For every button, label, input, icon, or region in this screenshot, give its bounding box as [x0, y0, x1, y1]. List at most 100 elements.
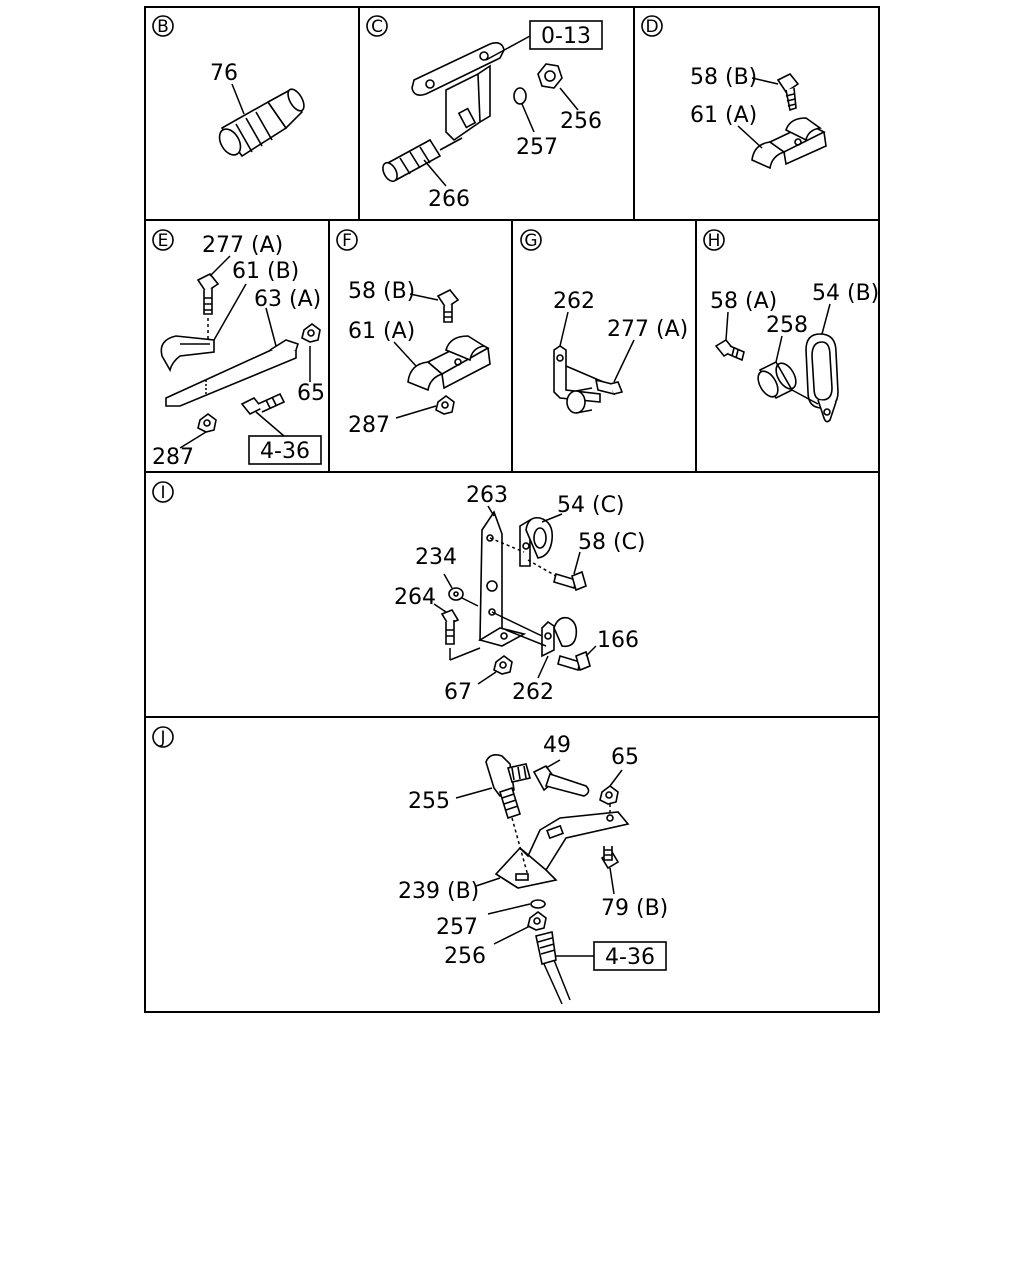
- part-76-fitting: [218, 88, 305, 158]
- ref-box-4-36-e: [248, 435, 322, 465]
- panel-letter-g: G: [520, 229, 542, 251]
- callout-54b: 54 (B): [812, 281, 879, 306]
- panel-letter-f: F: [336, 229, 358, 251]
- diagram-grid: [144, 6, 880, 1013]
- callout-263: 263: [466, 483, 508, 508]
- part-54b-clamp: [805, 333, 839, 423]
- part-257-washer: [513, 87, 527, 105]
- callout-256-j: 256: [444, 944, 486, 969]
- svg-text:E: E: [158, 231, 169, 251]
- ref-0-13: 0-13: [541, 24, 591, 49]
- callout-54c: 54 (C): [557, 493, 625, 518]
- panel-j: J: [152, 726, 668, 1005]
- panel-i: I: [152, 481, 646, 705]
- panel-c: C 0-13 256 257 266: [366, 15, 603, 212]
- callout-262-i: 262: [512, 680, 554, 705]
- part-58b-bolt: [776, 72, 800, 112]
- svg-text:F: F: [342, 231, 352, 251]
- callout-257-j: 257: [436, 915, 478, 940]
- part-58a-bolt-h: [714, 338, 745, 362]
- callout-61a-f: 61 (A): [348, 319, 415, 344]
- ref-4-36-j: 4-36: [605, 945, 655, 970]
- callout-58a-h: 58 (A): [710, 289, 777, 314]
- callout-258: 258: [766, 313, 808, 338]
- ref-box-4-36-j: [593, 941, 667, 971]
- callout-166: 166: [597, 628, 639, 653]
- callout-58c: 58 (C): [578, 530, 646, 555]
- part-61a-clip: [751, 117, 827, 170]
- callout-256: 256: [560, 109, 602, 134]
- callout-67: 67: [444, 680, 472, 705]
- panel-g: G 262 277 (A): [520, 229, 688, 414]
- panel-letter-h: H: [703, 229, 725, 251]
- callout-262-g: 262: [553, 289, 595, 314]
- part-262-bracket-i: [541, 616, 578, 658]
- panel-letter-j: J: [152, 726, 174, 748]
- part-58b-bolt-f: [436, 288, 460, 323]
- panel-b: B 76: [152, 15, 305, 158]
- panel-f: F 58 (B) 61 (A) 287: [336, 229, 491, 438]
- panel-e: E 277 (A): [152, 229, 325, 470]
- callout-79b: 79 (B): [601, 896, 668, 921]
- part-256-nut-j: [527, 911, 547, 931]
- part-pipe-fitting-j: [535, 931, 571, 1005]
- svg-text:H: H: [708, 231, 721, 251]
- part-234-washer: [448, 587, 464, 601]
- svg-text:J: J: [159, 728, 165, 748]
- callout-63a: 63 (A): [254, 287, 321, 312]
- svg-text:C: C: [371, 17, 383, 37]
- part-58c-bolt: [553, 570, 587, 592]
- panel-letter-e: E: [152, 229, 174, 251]
- callout-58b: 58 (B): [690, 65, 757, 90]
- callout-234: 234: [415, 545, 457, 570]
- panel-h: H 58 (A) 258 54 (B): [703, 229, 879, 423]
- part-61b-clip: [160, 335, 215, 373]
- part-67-nut: [493, 655, 513, 675]
- ref-box-0-13: [529, 20, 603, 50]
- part-264-bolt: [440, 609, 460, 645]
- ref-4-36-e: 4-36: [260, 439, 310, 464]
- part-262-bracket-g: [553, 345, 609, 414]
- callout-49: 49: [543, 733, 571, 758]
- callout-255: 255: [408, 789, 450, 814]
- part-263-bracket: [477, 510, 527, 647]
- part-bolt-4-36: [240, 392, 286, 416]
- callout-287: 287: [152, 445, 194, 470]
- callout-264: 264: [394, 585, 436, 610]
- callout-61b: 61 (B): [232, 259, 299, 284]
- svg-text:I: I: [160, 483, 165, 503]
- svg-text:G: G: [524, 231, 537, 251]
- part-63a-bracket: [165, 339, 300, 407]
- callout-277a-g: 277 (A): [607, 317, 688, 342]
- part-65-nut: [301, 323, 321, 343]
- callout-266: 266: [428, 187, 470, 212]
- panel-letter-i: I: [152, 481, 174, 503]
- part-287-nut-f: [435, 395, 455, 415]
- part-79b-bolt: [600, 846, 620, 870]
- part-258-collar: [757, 360, 797, 400]
- panel-letter-c: C: [366, 15, 388, 37]
- callout-65-j: 65: [611, 745, 639, 770]
- part-61a-clip-f: [407, 335, 491, 392]
- part-239b-bracket: [494, 811, 630, 889]
- callout-257: 257: [516, 135, 558, 160]
- panel-letter-d: D: [641, 15, 663, 37]
- callout-76: 76: [210, 61, 238, 86]
- part-255-tee: [485, 754, 532, 820]
- svg-text:B: B: [157, 17, 169, 37]
- callout-277a: 277 (A): [202, 233, 283, 258]
- panel-letter-b: B: [152, 15, 174, 37]
- part-256-nut: [537, 63, 563, 89]
- part-49-bolt: [532, 764, 590, 797]
- part-65-nut-j: [599, 785, 619, 805]
- callout-61a: 61 (A): [690, 103, 757, 128]
- part-277a-bolt: [196, 272, 220, 340]
- callout-287-f: 287: [348, 413, 390, 438]
- part-266-fitting: [382, 137, 463, 183]
- callout-239b: 239 (B): [398, 879, 479, 904]
- part-54c-clamp: [519, 516, 554, 567]
- svg-text:D: D: [645, 17, 658, 37]
- part-277a-bolt-g: [594, 378, 624, 396]
- part-257-washer-j: [530, 899, 546, 909]
